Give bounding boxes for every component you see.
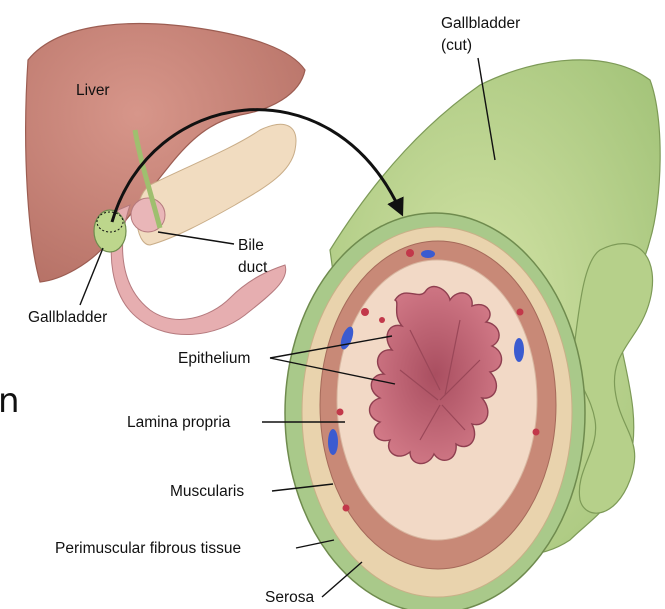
label-gallbladder-cut-line1: Gallbladder — [441, 15, 520, 32]
label-perimuscular: Perimuscular fibrous tissue — [55, 540, 241, 557]
label-serosa: Serosa — [265, 589, 314, 606]
liver-pancreas-illustration — [26, 24, 305, 335]
gallbladder-cut-illustration — [285, 60, 660, 609]
gallbladder-neck — [574, 244, 652, 514]
label-muscularis: Muscularis — [170, 483, 244, 500]
label-gallbladder-cut-line2: (cut) — [441, 37, 472, 54]
label-bile-duct-line1: Bile — [238, 237, 264, 254]
small-gallbladder — [94, 210, 126, 252]
label-gallbladder: Gallbladder — [28, 309, 107, 326]
label-lamina-propria: Lamina propria — [127, 414, 231, 431]
label-liver: Liver — [76, 82, 110, 99]
label-bile-duct-line2: duct — [238, 259, 268, 276]
label-epithelium: Epithelium — [178, 350, 250, 367]
stray-glyph: n — [0, 381, 20, 421]
